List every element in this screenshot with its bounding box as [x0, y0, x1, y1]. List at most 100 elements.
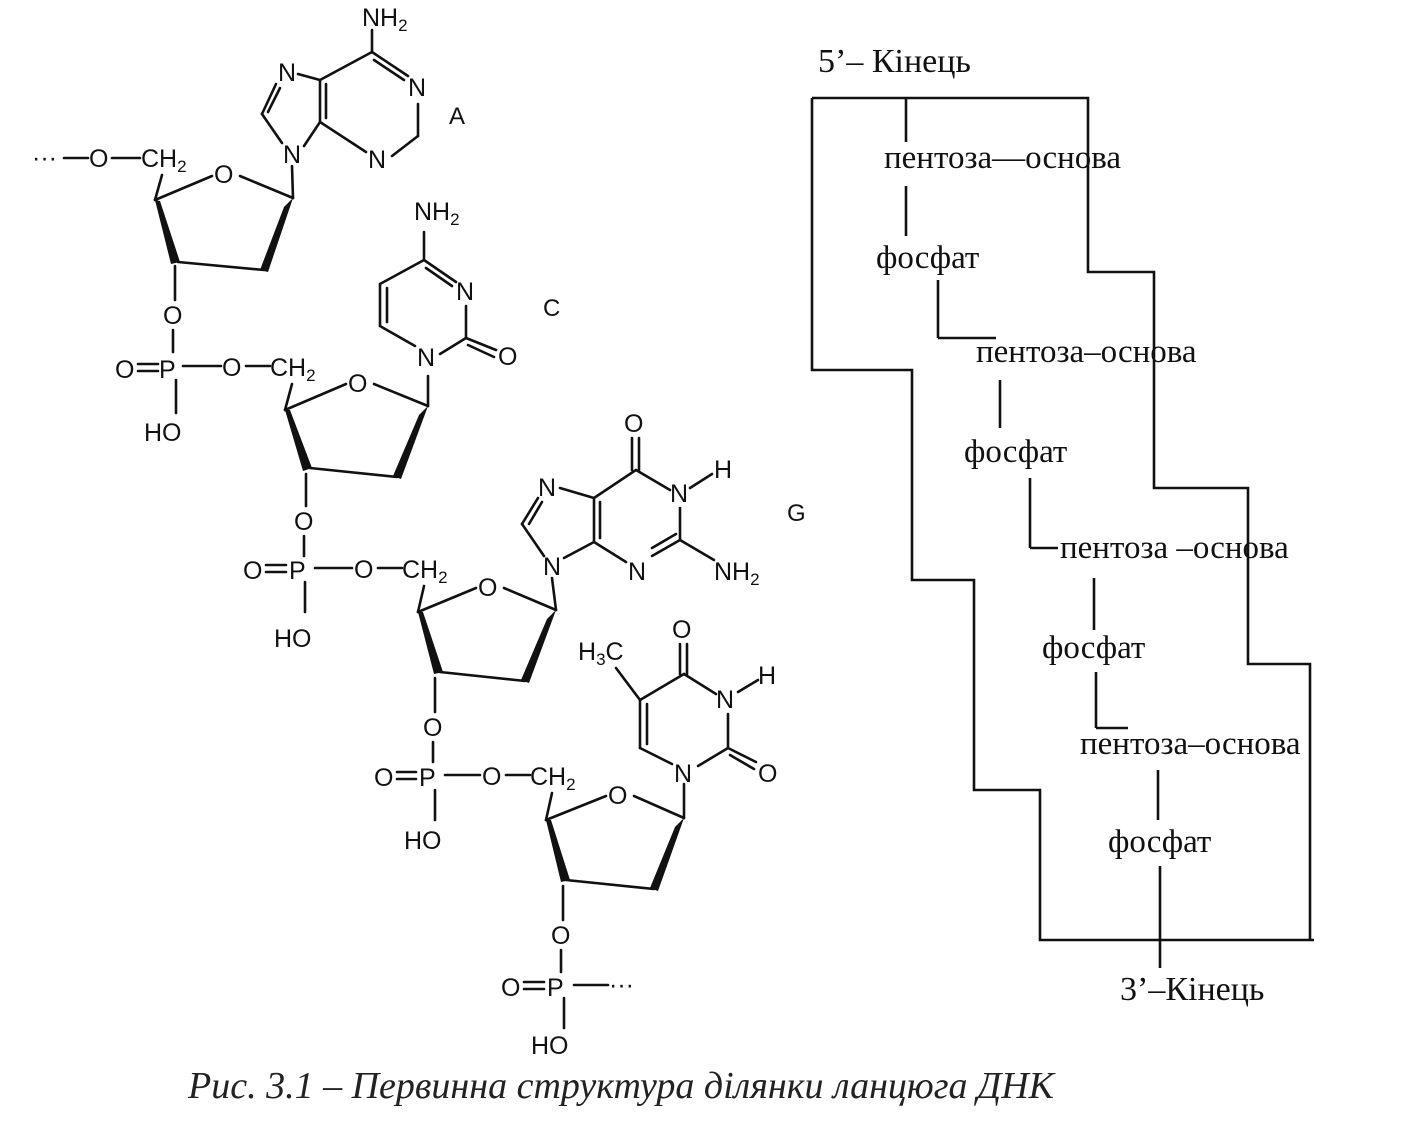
hydroxyl: HO	[404, 827, 442, 855]
phosphoryl-oxygen: O	[501, 974, 520, 1002]
scheme-row-2: пентоза–основа	[976, 334, 1197, 370]
base-label-a: A	[449, 103, 465, 130]
base-label-c: C	[543, 295, 560, 322]
bond	[372, 382, 430, 408]
bond	[592, 468, 638, 500]
ch2-group: CH2	[141, 145, 187, 176]
five-prime-end-label: 5’– Кінець	[818, 43, 971, 80]
bond	[318, 50, 374, 82]
bond	[558, 486, 596, 500]
bond	[544, 791, 554, 822]
ch2-group: CH2	[402, 556, 448, 587]
bond	[650, 538, 682, 558]
wedge-bond	[418, 612, 443, 674]
phosphoryl-oxygen: O	[243, 557, 262, 585]
phosphorus: P	[289, 557, 306, 585]
phosphate-label: фосфат	[1042, 630, 1145, 666]
bond	[378, 258, 426, 286]
phosphoester-oxygen: O	[163, 302, 182, 330]
n1: N	[408, 74, 426, 102]
scheme-row-3: пентоза –основа	[1060, 530, 1289, 566]
phosphate-label: фосфат	[876, 240, 979, 276]
bond	[638, 746, 674, 766]
glycosidic-bond	[550, 576, 558, 612]
base-label-g: G	[787, 500, 806, 527]
frame-left-steps	[810, 98, 1314, 942]
ester-oxygen: O	[354, 556, 373, 584]
n7: N	[538, 474, 556, 502]
link-dash: –	[1083, 334, 1101, 370]
bond	[634, 468, 672, 492]
phosphoester-oxygen: O	[294, 508, 313, 536]
bond	[422, 258, 458, 284]
phosphate-label: фосфат	[1108, 824, 1211, 860]
ether-oxygen: O	[89, 145, 108, 173]
bond	[424, 266, 454, 288]
n3: N	[456, 278, 474, 306]
bond	[438, 336, 468, 356]
ch2-group: CH2	[270, 354, 316, 385]
wedge-bond	[650, 818, 684, 891]
bond	[260, 82, 278, 116]
bond	[592, 540, 628, 564]
wedge-bond	[393, 406, 428, 479]
bond	[638, 672, 686, 702]
scheme-row-4: пентоза–основа	[1080, 726, 1301, 762]
base-label: основа	[1205, 726, 1301, 762]
hydrogen: H	[714, 456, 732, 484]
bond	[564, 878, 656, 891]
hydroxyl: HO	[144, 419, 182, 447]
amino-group: NH2	[714, 558, 760, 589]
ring-oxygen: O	[348, 370, 367, 398]
hydroxyl: HO	[531, 1032, 569, 1060]
phosphorus: P	[419, 764, 436, 792]
bond	[153, 174, 214, 202]
bond	[318, 120, 368, 154]
nucleotide-cytosine: CH2 O N NH2 N	[243, 198, 560, 653]
bond	[308, 466, 399, 479]
bond	[416, 584, 426, 614]
base-label: основа	[1193, 530, 1289, 566]
ring-oxygen: O	[214, 161, 233, 189]
n1: N	[417, 344, 435, 372]
hydrogen: H	[758, 662, 776, 690]
chemical-structure: ··· O CH2 O N N	[32, 4, 806, 1060]
bond	[520, 522, 546, 558]
bond	[682, 672, 718, 696]
frame-right-steps	[812, 96, 1312, 940]
amino-group: NH2	[414, 198, 460, 229]
phosphorus: P	[159, 356, 176, 384]
bond	[614, 666, 642, 702]
phosphoester-oxygen: O	[423, 714, 442, 742]
ester-oxygen: O	[482, 763, 501, 791]
phosphoester-oxygen: O	[551, 922, 570, 950]
bond	[238, 174, 295, 200]
bond	[562, 540, 596, 560]
n3: N	[628, 558, 646, 586]
strand-schematic: 5’– Кінець пентоза—основа фосфат пентоза…	[810, 43, 1314, 1008]
bond	[544, 794, 608, 822]
ch2-group: CH2	[530, 763, 576, 794]
base-label: основа	[1025, 140, 1121, 176]
bond	[696, 746, 730, 768]
bond	[260, 112, 284, 145]
ring-oxygen: O	[608, 782, 627, 810]
chain-end-dots: ···	[609, 971, 634, 999]
n3: N	[368, 146, 386, 174]
bond	[726, 746, 758, 764]
carbonyl-oxygen: O	[672, 616, 691, 644]
bond	[283, 382, 294, 412]
scheme-row-1: пентоза—основа	[884, 140, 1121, 176]
bond	[372, 58, 406, 82]
bond	[632, 794, 686, 820]
n3: N	[716, 686, 734, 714]
bond	[728, 753, 756, 771]
pentose-label: пентоза	[1060, 530, 1168, 566]
bond	[466, 343, 496, 359]
pentose-label: пентоза	[976, 334, 1084, 370]
ester-oxygen: O	[222, 354, 241, 382]
chain-start-dots: ···	[32, 144, 57, 172]
nucleotide-thymine: CH2 O N H3C O N	[501, 616, 777, 1060]
bond	[650, 532, 678, 550]
